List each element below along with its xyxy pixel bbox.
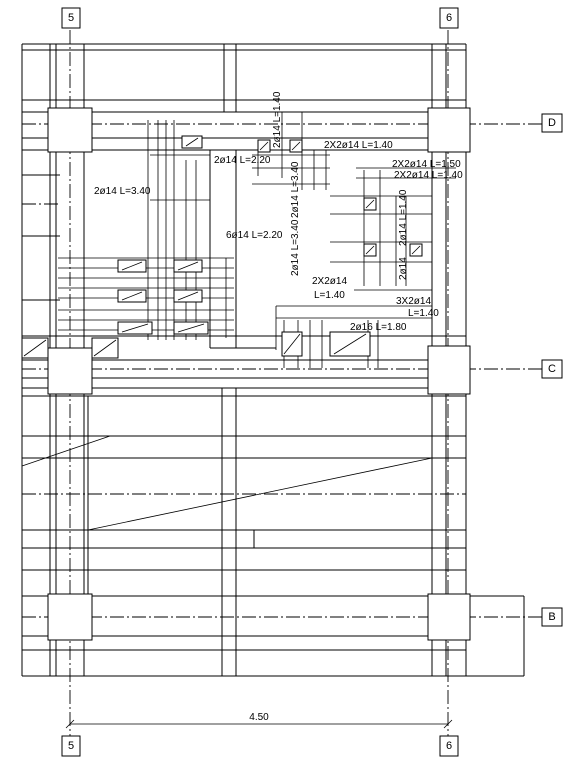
column: [427, 345, 471, 395]
rebar-label: L=1.40: [408, 308, 439, 319]
grid-label-d: D: [548, 117, 556, 129]
rebar-label: 2ø14 L=1.40: [272, 91, 283, 148]
rebar-label: 2X2ø14 L=1.40: [324, 140, 393, 151]
grid-label-top-5: 5: [68, 12, 74, 24]
rebar-label: 2X2ø14 L=1.40: [394, 170, 463, 181]
column: [47, 107, 93, 153]
columns: [47, 107, 471, 641]
sleeve-box: [409, 243, 423, 257]
sleeve-box: [329, 331, 371, 357]
sleeve-box: [117, 259, 147, 273]
rebar-label: 6ø14 L=2.20: [226, 230, 283, 241]
sleeve-box: [281, 331, 303, 357]
rebar-label: 2ø14 L=3.40: [94, 186, 151, 197]
sleeve-box: [91, 337, 119, 359]
dimension-line: 4.50: [65, 712, 453, 729]
rebar-label: 2ø14 L=3.40: [290, 161, 301, 218]
rebar-lines-right: [252, 112, 456, 368]
grid-label-b: B: [548, 611, 555, 623]
sleeve-box: [363, 243, 377, 257]
rebar-label: 2X2ø14 L=1.50: [392, 159, 461, 170]
rebar-label: 2ø14 L=2.20: [214, 155, 271, 166]
sleeve-box: [173, 289, 203, 303]
rebar-annotations: 2ø14 L=2.20 2ø14 L=1.40 2X2ø14 L=1.40 2X…: [94, 91, 463, 333]
sleeve-box: [363, 197, 377, 211]
grid-label-top-6: 6: [446, 12, 452, 24]
sleeve-box: [257, 139, 271, 153]
sleeve-box: [289, 139, 303, 153]
rebar-label: L=1.40: [314, 290, 345, 301]
column: [47, 347, 93, 395]
column: [427, 107, 471, 153]
beam-lines: [21, 43, 525, 677]
rebar-lines-left: [58, 120, 234, 340]
grid-label-c: C: [548, 363, 556, 375]
rebar-label: 2ø16 L=1.80: [350, 322, 407, 333]
sleeve-box: [181, 135, 203, 149]
dimension-text: 4.50: [249, 712, 269, 723]
sleeve-box: [117, 321, 153, 335]
rebar-label: 2ø14: [398, 257, 409, 280]
sleeve-box: [117, 289, 147, 303]
rebar-label: 2ø14 L=3.40: [290, 219, 301, 276]
column: [47, 593, 93, 641]
rebar-label: 3X2ø14: [396, 296, 431, 307]
grid-bubbles: 5 6 5 6 D C B: [61, 7, 563, 757]
grid-label-bottom-6: 6: [446, 740, 452, 752]
sleeve-box: [21, 337, 49, 359]
column: [427, 593, 471, 641]
sleeve-box: [173, 321, 209, 335]
rebar-label: 2ø14 L=1.40: [398, 189, 409, 246]
sleeve-box: [173, 259, 203, 273]
grid-label-bottom-5: 5: [68, 740, 74, 752]
rebar-label: 2X2ø14: [312, 276, 347, 287]
sleeve-boxes: [21, 135, 423, 359]
